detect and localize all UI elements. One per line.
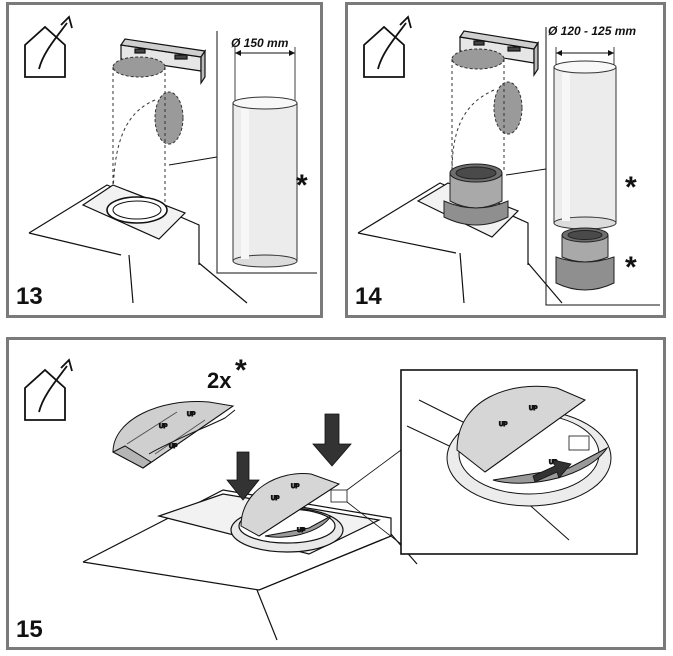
reducer-fitted xyxy=(443,163,509,226)
check-valve-pair: UP UP UP xyxy=(111,401,236,469)
dimension-label: Ø 150 mm xyxy=(231,36,289,50)
svg-text:UP: UP xyxy=(529,406,537,412)
outdoor-exhaust-icon xyxy=(24,358,73,421)
duct-outline-side xyxy=(493,81,523,135)
svg-text:UP: UP xyxy=(159,424,167,430)
dimension-label: Ø 120 - 125 mm xyxy=(548,24,636,38)
outlet-collar xyxy=(106,196,168,224)
duct-callout: Ø 150 mm * xyxy=(216,31,317,274)
optional-marker: * xyxy=(235,354,247,387)
duct-outline-side xyxy=(154,91,184,145)
step-13-illustration: Ø 150 mm * xyxy=(24,15,317,304)
guide-lines xyxy=(451,59,505,174)
svg-text:UP: UP xyxy=(297,528,305,534)
slide-arrow xyxy=(532,459,572,483)
svg-text:UP: UP xyxy=(291,484,299,490)
guide-lines xyxy=(112,67,166,206)
step-number: 15 xyxy=(16,616,43,643)
step-number: 13 xyxy=(16,283,43,310)
svg-text:UP: UP xyxy=(169,444,177,450)
press-down-arrow xyxy=(226,413,352,501)
optional-marker: * xyxy=(625,171,637,204)
panel-step-15: UP UP UP 2x * UP UP UP xyxy=(6,337,666,650)
duct-outline-top xyxy=(112,56,166,78)
reducer-part xyxy=(555,227,615,291)
optional-marker: * xyxy=(296,169,308,202)
step-14-illustration: Ø 120 - 125 mm * * xyxy=(357,15,660,306)
step-number: 14 xyxy=(355,283,382,310)
outdoor-exhaust-icon xyxy=(363,15,412,78)
installed-valve: UP UP UP xyxy=(240,472,341,538)
duct-outline-top xyxy=(451,48,505,70)
wall-bracket xyxy=(458,30,540,77)
svg-text:UP: UP xyxy=(187,412,195,418)
wall-bracket xyxy=(119,38,207,85)
svg-text:UP: UP xyxy=(549,460,557,466)
outdoor-exhaust-icon xyxy=(24,15,73,78)
detail-marker xyxy=(330,489,348,503)
detail-inset: UP UP UP xyxy=(400,369,638,555)
step-15-illustration: UP UP UP 2x * UP UP UP xyxy=(24,354,638,641)
quantity-label: 2x xyxy=(207,368,232,393)
optional-marker-reducer: * xyxy=(625,251,637,284)
panel-step-14: Ø 120 - 125 mm * * 14 xyxy=(345,2,666,318)
svg-text:UP: UP xyxy=(271,496,279,502)
svg-text:UP: UP xyxy=(499,422,507,428)
panel-step-13: Ø 150 mm * 13 xyxy=(6,2,323,318)
duct-callout: Ø 120 - 125 mm * * xyxy=(545,24,660,306)
